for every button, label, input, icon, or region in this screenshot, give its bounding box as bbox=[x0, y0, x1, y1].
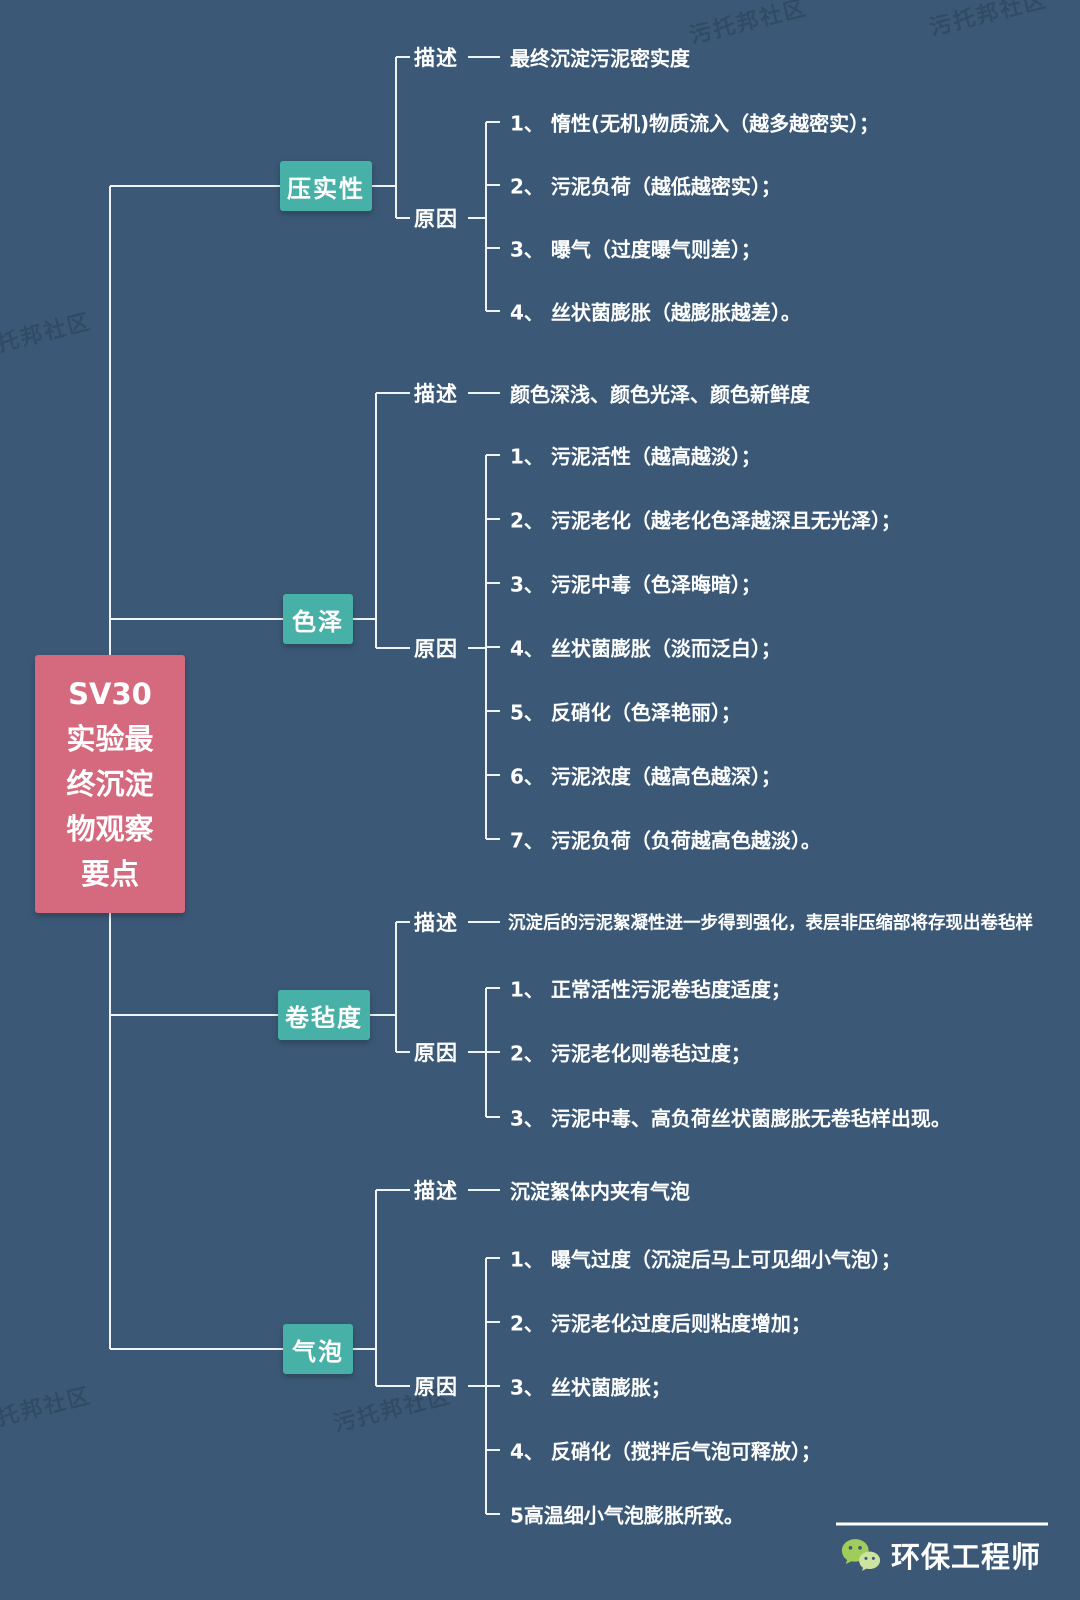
cause-item: 1、 污泥活性（越高越淡）； bbox=[510, 444, 761, 469]
branch3-bracket bbox=[353, 1189, 500, 1515]
cause-item: 3、 丝状菌膨胀； bbox=[510, 1375, 671, 1400]
cause-item: 1、 正常活性污泥卷毡度适度； bbox=[510, 977, 791, 1002]
cause-item: 4、 丝状菌膨胀（淡而泛白）； bbox=[510, 636, 781, 661]
root-title-line: 终沉淀 bbox=[66, 766, 154, 801]
cause-item: 7、 污泥负荷（负荷越高色越淡）。 bbox=[510, 828, 821, 853]
branch-node-color: 色泽 bbox=[283, 594, 353, 644]
cause-label: 原因 bbox=[414, 637, 458, 661]
desc-text: 沉淀后的污泥絮凝性进一步得到强化，表层非压缩部将存现出卷毡样 bbox=[508, 913, 1033, 934]
desc-label: 描述 bbox=[414, 382, 458, 406]
desc-text: 沉淀絮体内夹有气泡 bbox=[510, 1179, 690, 1204]
branch1-bracket bbox=[353, 392, 500, 840]
cause-item: 5、 反硝化（色泽艳丽）； bbox=[510, 700, 741, 725]
cause-item: 6、 污泥浓度（越高色越深）； bbox=[510, 764, 781, 789]
cause-label: 原因 bbox=[414, 207, 458, 231]
branch-node-compactness: 压实性 bbox=[280, 161, 372, 211]
cause-item: 3、 污泥中毒、高负荷丝状菌膨胀无卷毡样出现。 bbox=[510, 1106, 951, 1131]
cause-item: 4、 丝状菌膨胀（越膨胀越差）。 bbox=[510, 300, 801, 325]
footer: 环保工程师 bbox=[840, 1534, 1050, 1576]
cause-item: 3、 曝气（过度曝气则差）； bbox=[510, 237, 761, 262]
cause-item: 3、 污泥中毒（色泽晦暗）； bbox=[510, 572, 761, 597]
cause-item: 1、 曝气过度（沉淀后马上可见细小气泡）； bbox=[510, 1247, 901, 1272]
cause-item: 2、 污泥老化过度后则粘度增加； bbox=[510, 1311, 811, 1336]
watermark-text: 污托邦社区 bbox=[927, 0, 1050, 42]
desc-label: 描述 bbox=[414, 911, 458, 935]
root-title-line: 物观察 bbox=[66, 811, 154, 846]
watermark-text: 污托邦社区 bbox=[0, 1383, 94, 1438]
cause-item: 2、 污泥老化则卷毡过度； bbox=[510, 1041, 751, 1066]
root-title-line: 实验最 bbox=[66, 721, 154, 756]
branch0-bracket bbox=[372, 56, 500, 312]
root-title-line: SV30 bbox=[68, 676, 152, 711]
root-node: SV30 实验最 终沉淀 物观察 要点 bbox=[35, 655, 185, 913]
branch2-bracket bbox=[370, 921, 500, 1118]
watermark-text: 污托邦社区 bbox=[0, 309, 94, 364]
desc-text: 最终沉淀污泥密实度 bbox=[510, 46, 690, 71]
cause-item: 5高温细小气泡膨胀所致。 bbox=[510, 1503, 744, 1528]
desc-label: 描述 bbox=[414, 46, 458, 70]
cause-label: 原因 bbox=[414, 1041, 458, 1065]
cause-item: 1、 惰性(无机)物质流入（越多越密实）； bbox=[510, 111, 880, 136]
cause-item: 2、 污泥老化（越老化色泽越深且无光泽）； bbox=[510, 508, 901, 533]
cause-item: 4、 反硝化（搅拌后气泡可释放）； bbox=[510, 1439, 821, 1464]
wechat-icon bbox=[841, 1539, 881, 1571]
desc-text: 颜色深浅、颜色光泽、颜色新鲜度 bbox=[510, 382, 810, 407]
branch-node-felting: 卷毡度 bbox=[278, 990, 370, 1040]
footer-brand: 环保工程师 bbox=[891, 1540, 1042, 1574]
branch-node-bubbles: 气泡 bbox=[283, 1324, 353, 1374]
root-title-line: 要点 bbox=[80, 856, 139, 891]
watermark-text: 污托邦社区 bbox=[687, 0, 810, 50]
cause-label: 原因 bbox=[414, 1375, 458, 1399]
cause-item: 2、 污泥负荷（越低越密实）； bbox=[510, 174, 781, 199]
desc-label: 描述 bbox=[414, 1179, 458, 1203]
